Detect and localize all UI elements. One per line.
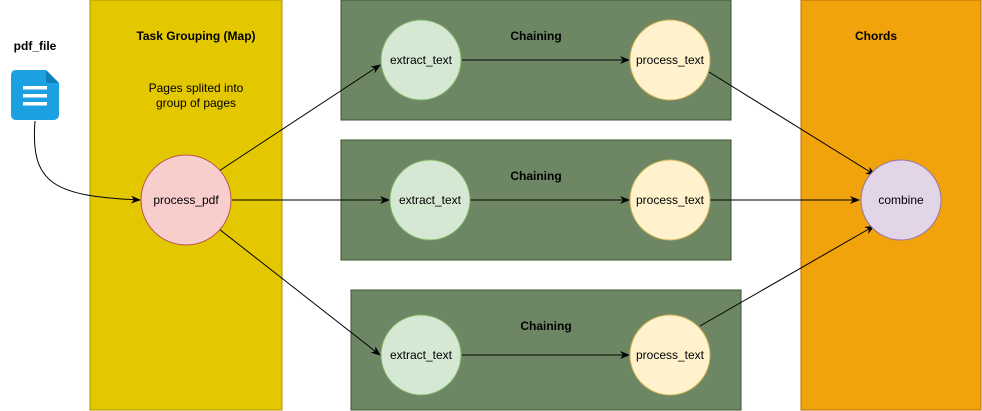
task-grouping-title: Task Grouping (Map) [136,29,255,43]
extract-text-node-top: extract_text [380,19,462,101]
extract-text-node-middle: extract_text [389,159,471,241]
chaining-title-middle: Chaining [510,169,561,183]
pdf-file-label: pdf_file [14,39,57,53]
task-grouping-description-line2: group of pages [156,96,236,110]
chaining-title-top: Chaining [510,29,561,43]
edge-process-pdf-to-extract-bottom [218,228,381,356]
extract-text-label-bottom: extract_text [390,348,453,362]
edge-pdf-to-process-pdf [33,120,141,204]
chaining-title-bottom: Chaining [520,319,571,333]
extract-text-node-bottom: extract_text [380,314,462,396]
process-text-label-middle: process_text [636,193,705,207]
process-text-label-bottom: process_text [636,348,705,362]
task-grouping-description-line1: Pages splited into [149,81,244,95]
process-pdf-label: process_pdf [153,193,219,207]
combine-node: combine [860,159,942,241]
extract-text-label-middle: extract_text [399,193,462,207]
process-text-node-bottom: process_text [629,314,711,396]
document-icon [11,70,59,120]
combine-label: combine [878,193,924,207]
edge-process-bottom-to-combine [699,225,875,327]
extract-text-label-top: extract_text [390,53,453,67]
process-text-node-top: process_text [629,19,711,101]
edge-process-pdf-to-extract-top [218,64,381,172]
process-text-node-middle: process_text [629,159,711,241]
chords-title: Chords [855,29,897,43]
edge-process-top-to-combine [708,71,876,176]
process-pdf-node: process_pdf [140,154,232,246]
process-text-label-top: process_text [636,53,705,67]
